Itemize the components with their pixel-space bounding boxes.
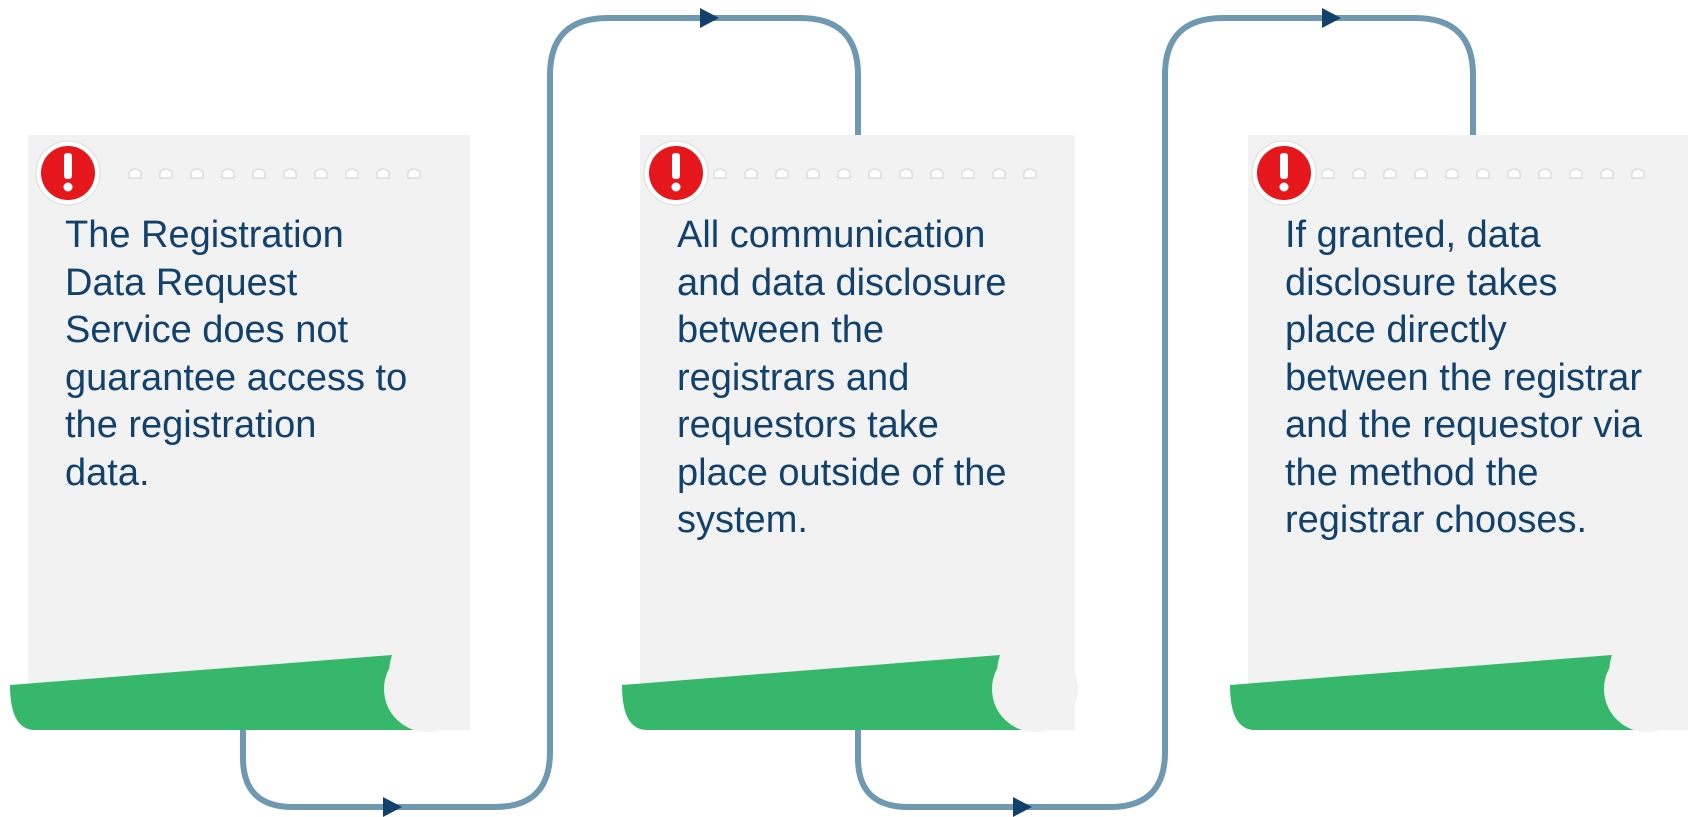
- arrowhead-right-icon: [700, 8, 719, 28]
- exclamation-circle-icon: [1251, 140, 1317, 206]
- arrowhead-right-icon: [1013, 797, 1032, 817]
- binding-holes: [128, 168, 421, 179]
- note-text-3: If granted, data disclosure takes place …: [1285, 214, 1643, 541]
- note-text-2: All communication and data disclosure be…: [677, 214, 1007, 541]
- exclamation-circle-icon: [643, 140, 709, 206]
- note-text-1: The Registration Data Request Service do…: [65, 214, 408, 494]
- connector-line: [240, 15, 1476, 810]
- note-card-2: [622, 135, 1078, 732]
- note-card-1: [10, 135, 470, 732]
- arrowhead-right-icon: [1322, 8, 1341, 28]
- arrowhead-right-icon: [383, 797, 402, 817]
- exclamation-circle-icon: [35, 140, 101, 206]
- note-card-3: [1230, 135, 1688, 732]
- binding-holes: [713, 168, 1037, 179]
- binding-holes: [1321, 168, 1645, 179]
